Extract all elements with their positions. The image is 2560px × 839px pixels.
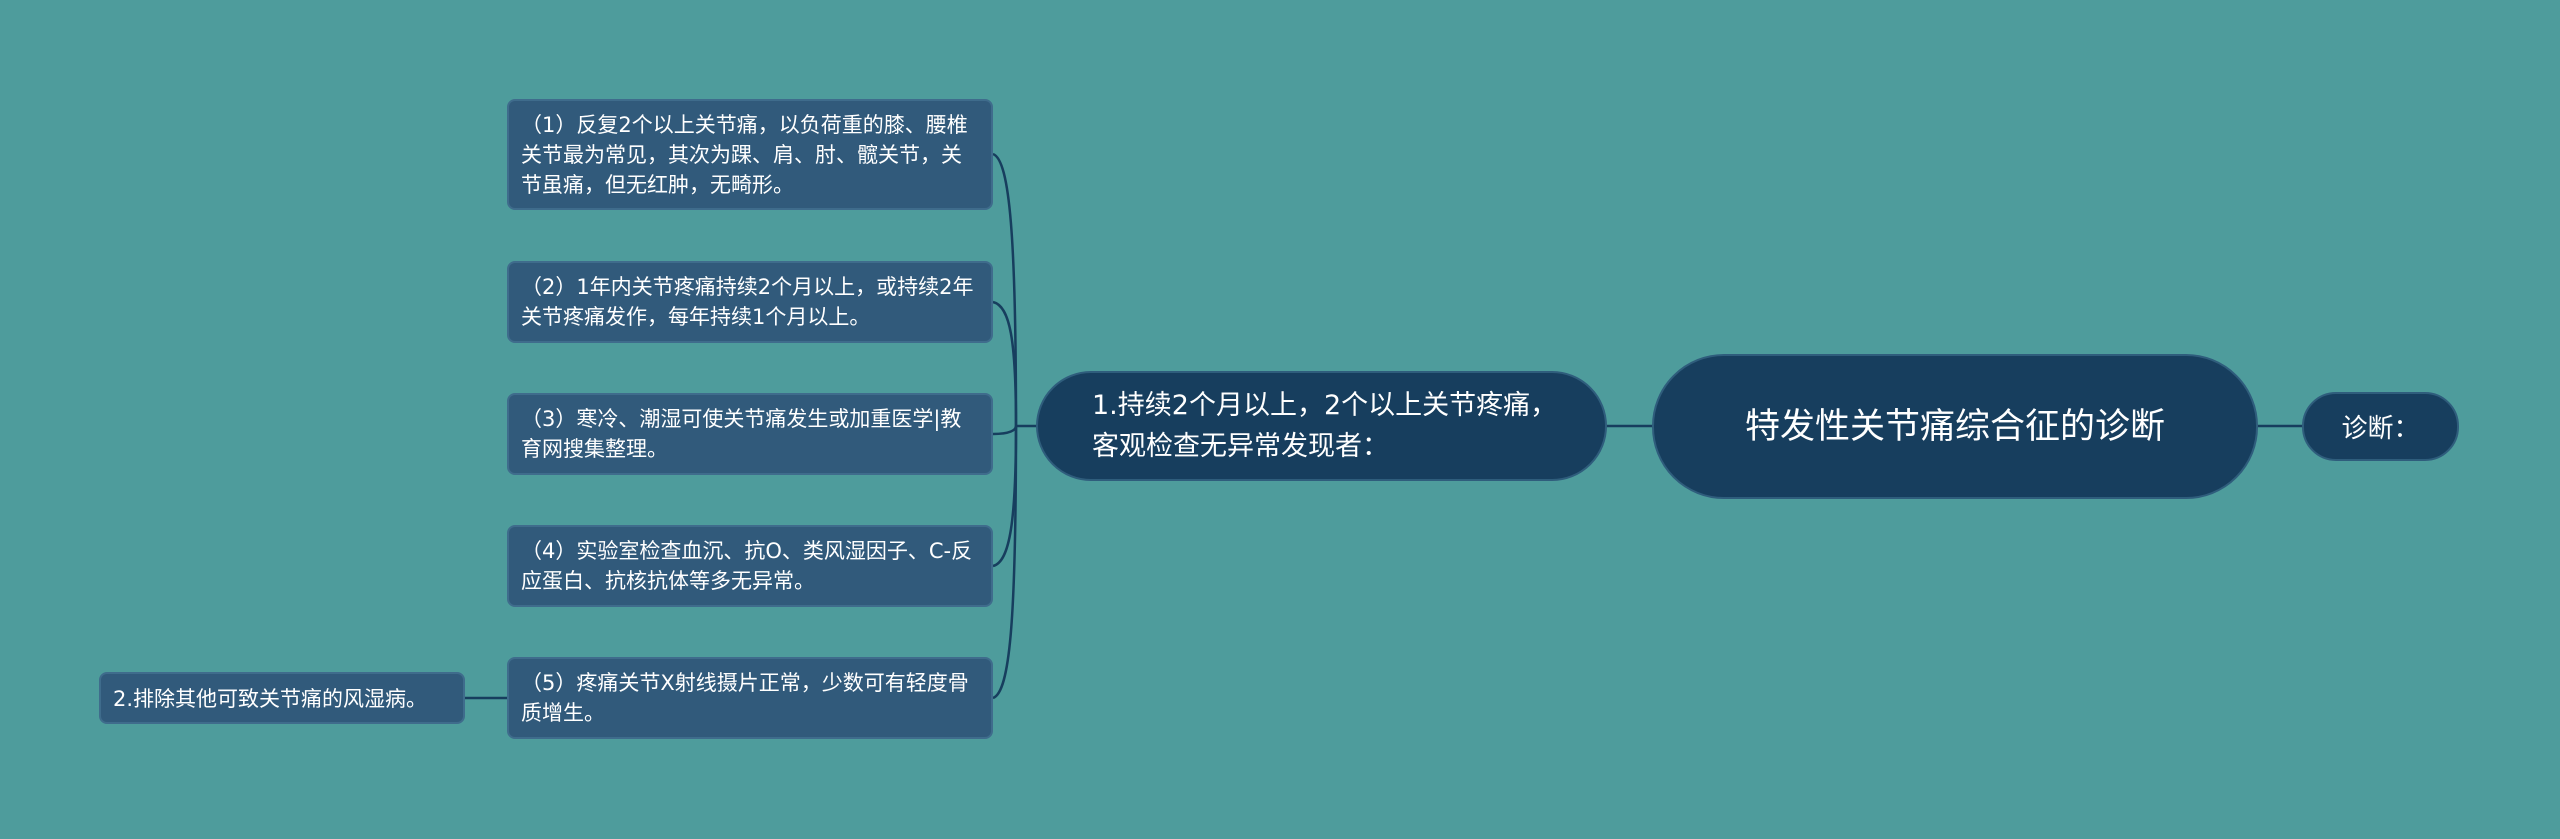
criterion-item-5[interactable]: （5）疼痛关节X射线摄片正常，少数可有轻度骨质增生。 — [507, 657, 993, 739]
criterion-item-4-label: （4）实验室检查血沉、抗O、类风湿因子、C-反应蛋白、抗核抗体等多无异常。 — [521, 539, 973, 593]
criterion-2-label: 2.排除其他可致关节痛的风湿病。 — [113, 687, 428, 711]
link-criterion1-item4 — [992, 425, 1018, 568]
criterion-2-node[interactable]: 2.排除其他可致关节痛的风湿病。 — [99, 672, 465, 724]
criterion-item-2[interactable]: （2）1年内关节疼痛持续2个月以上，或持续2年关节疼痛发作，每年持续1个月以上。 — [507, 261, 993, 343]
criterion-item-4[interactable]: （4）实验室检查血沉、抗O、类风湿因子、C-反应蛋白、抗核抗体等多无异常。 — [507, 525, 993, 607]
link-criterion1-item3 — [992, 425, 1018, 436]
root-topic-label: 特发性关节痛综合征的诊断 — [1744, 406, 2165, 447]
criterion-item-2-label: （2）1年内关节疼痛持续2个月以上，或持续2年关节疼痛发作，每年持续1个月以上。 — [521, 275, 974, 329]
root-topic[interactable]: 特发性关节痛综合征的诊断 — [1652, 354, 2258, 499]
criterion-item-3[interactable]: （3）寒冷、潮湿可使关节痛发生或加重医学|教育网搜集整理。 — [507, 393, 993, 475]
link-criterion1-item5 — [992, 425, 1018, 700]
criterion-item-5-label: （5）疼痛关节X射线摄片正常，少数可有轻度骨质增生。 — [521, 671, 969, 725]
criterion-item-3-label: （3）寒冷、潮湿可使关节痛发生或加重医学|教育网搜集整理。 — [521, 407, 962, 461]
criterion-item-1[interactable]: （1）反复2个以上关节痛，以负荷重的膝、腰椎关节最为常见，其次为踝、肩、肘、髋关… — [507, 99, 993, 210]
criterion-item-1-label: （1）反复2个以上关节痛，以负荷重的膝、腰椎关节最为常见，其次为踝、肩、肘、髋关… — [521, 112, 968, 197]
criterion-1-label: 1.持续2个月以上，2个以上关节疼痛，客观检查无异常发现者： — [1092, 390, 1558, 462]
link-criterion1-item2 — [992, 300, 1018, 427]
diagnosis-node[interactable]: 诊断： — [2302, 392, 2459, 461]
criterion-1-node[interactable]: 1.持续2个月以上，2个以上关节疼痛，客观检查无异常发现者： — [1036, 371, 1607, 481]
diagnosis-label: 诊断： — [2341, 414, 2420, 444]
